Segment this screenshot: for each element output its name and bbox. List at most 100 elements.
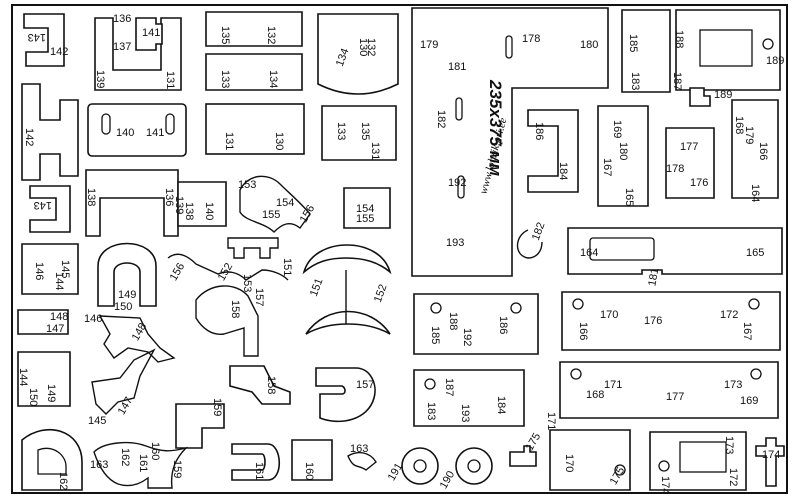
label-167b: 167	[741, 322, 753, 340]
label-140b: 140	[203, 202, 215, 220]
label-137: 137	[113, 41, 131, 53]
sheet-size: 235x375 мм	[486, 79, 505, 176]
label-138: 138	[85, 188, 97, 206]
label-183: 183	[629, 72, 641, 90]
label-176b: 176	[644, 315, 662, 327]
label-178: 178	[522, 33, 540, 45]
part-146-148: 146 148	[84, 313, 176, 363]
label-170b: 170	[563, 454, 575, 472]
sheet-border	[11, 4, 788, 494]
label-140: 140	[116, 127, 134, 139]
label-164: 164	[749, 184, 761, 202]
label-185: 185	[627, 34, 639, 52]
label-139: 139	[94, 70, 106, 88]
label-174b: 174	[762, 449, 780, 461]
label-162b: 162	[119, 448, 131, 466]
label-139b: 139	[173, 196, 185, 214]
part-163-162-161: 163 162 161 160 159	[90, 441, 189, 489]
label-167: 167	[601, 158, 613, 176]
label-148b: 148	[130, 321, 150, 343]
label-169b: 169	[740, 395, 758, 407]
label-153b: 153	[241, 274, 253, 292]
label-156b: 156	[168, 261, 188, 283]
label-131b: 131	[223, 132, 235, 150]
label-180b: 180	[617, 142, 629, 160]
label-177b: 177	[666, 391, 684, 403]
label-189b: 189	[714, 89, 732, 101]
label-182b: 182	[530, 221, 548, 242]
part-169-180-167: 169 180 167 165	[597, 105, 649, 207]
label-133: 133	[219, 70, 231, 88]
part-153-155-154-156: 153 155 154 156	[238, 175, 317, 233]
label-182: 182	[435, 110, 447, 128]
part-133-135-131: 133 135 131	[321, 105, 397, 161]
label-143: 143	[28, 31, 46, 43]
label-161: 161	[137, 454, 149, 472]
part-162-d: 162	[21, 428, 83, 491]
part-164-181-165: 164 165 181	[567, 227, 783, 287]
part-131-130: 131 130	[205, 103, 305, 155]
label-144b: 144	[17, 368, 29, 386]
label-172b: 172	[727, 468, 739, 486]
part-173-174-172: 173 174 172 174	[649, 431, 785, 494]
label-168: 168	[733, 116, 745, 134]
label-173: 173	[724, 379, 742, 391]
label-165: 165	[623, 188, 635, 206]
label-165b: 165	[746, 247, 764, 259]
label-142: 142	[50, 46, 68, 58]
label-171: 171	[604, 379, 622, 391]
label-189: 189	[766, 55, 784, 67]
label-150b: 150	[27, 388, 39, 406]
label-163: 163	[90, 459, 108, 471]
label-143b: 143	[34, 199, 52, 211]
label-141: 141	[142, 27, 160, 39]
label-132b: 132	[365, 38, 377, 56]
part-168-171-177-173-169: 168 171 177 173 169	[559, 361, 779, 419]
label-162: 162	[57, 472, 69, 490]
label-166: 166	[757, 142, 769, 160]
part-149-150: 149 150	[97, 242, 157, 313]
part-t-board: 179 178 180 181 182 www.lobzik.pri.ee 23…	[411, 7, 609, 277]
part-182-hook: 182	[516, 221, 548, 259]
label-151b: 151	[308, 277, 326, 298]
label-135: 135	[219, 26, 231, 44]
label-186b: 186	[497, 316, 509, 334]
label-155: 155	[262, 209, 280, 221]
label-163b: 163	[350, 443, 368, 455]
label-136b: 136	[163, 188, 175, 206]
label-141b: 141	[146, 127, 164, 139]
label-145b: 145	[88, 415, 106, 427]
label-131: 131	[164, 71, 176, 89]
part-170-176-172: 170 166 176 172 167	[561, 291, 781, 351]
part-186-184: 186 184	[527, 109, 579, 193]
label-160: 160	[149, 442, 161, 460]
label-193b: 193	[459, 404, 471, 422]
label-177: 177	[680, 141, 698, 153]
part-135-132: 135 132 133 134	[205, 11, 303, 91]
label-176: 176	[690, 177, 708, 189]
part-136-137: 136 137 141 139 131	[94, 13, 182, 91]
label-158: 158	[229, 300, 241, 318]
label-179b: 179	[743, 126, 755, 144]
part-154-155: 154 155	[343, 187, 391, 229]
label-149: 149	[118, 289, 136, 301]
part-160-d: 160	[291, 439, 333, 481]
label-152: 152	[216, 261, 236, 283]
label-187: 187	[671, 72, 683, 90]
label-154: 154	[276, 197, 294, 209]
label-181b: 181	[646, 267, 661, 287]
part-142-h: 142	[21, 83, 79, 181]
part-185-188-183: 185 188 183 187 189 189	[621, 9, 784, 107]
label-185b: 185	[429, 326, 441, 344]
label-144: 144	[53, 272, 65, 290]
part-144-150-149: 144 150 149	[17, 351, 71, 407]
label-171b: 171	[545, 412, 557, 430]
label-160b: 160	[303, 462, 315, 480]
label-154b: 154	[356, 203, 374, 215]
label-173b: 173	[723, 436, 735, 454]
label-183b: 183	[425, 402, 437, 420]
part-148-147: 148 147	[17, 309, 69, 335]
part-158-157-159: 158 157 159	[175, 365, 376, 449]
label-159: 159	[211, 398, 223, 416]
part-177-178-176: 177 178 176	[665, 127, 715, 199]
